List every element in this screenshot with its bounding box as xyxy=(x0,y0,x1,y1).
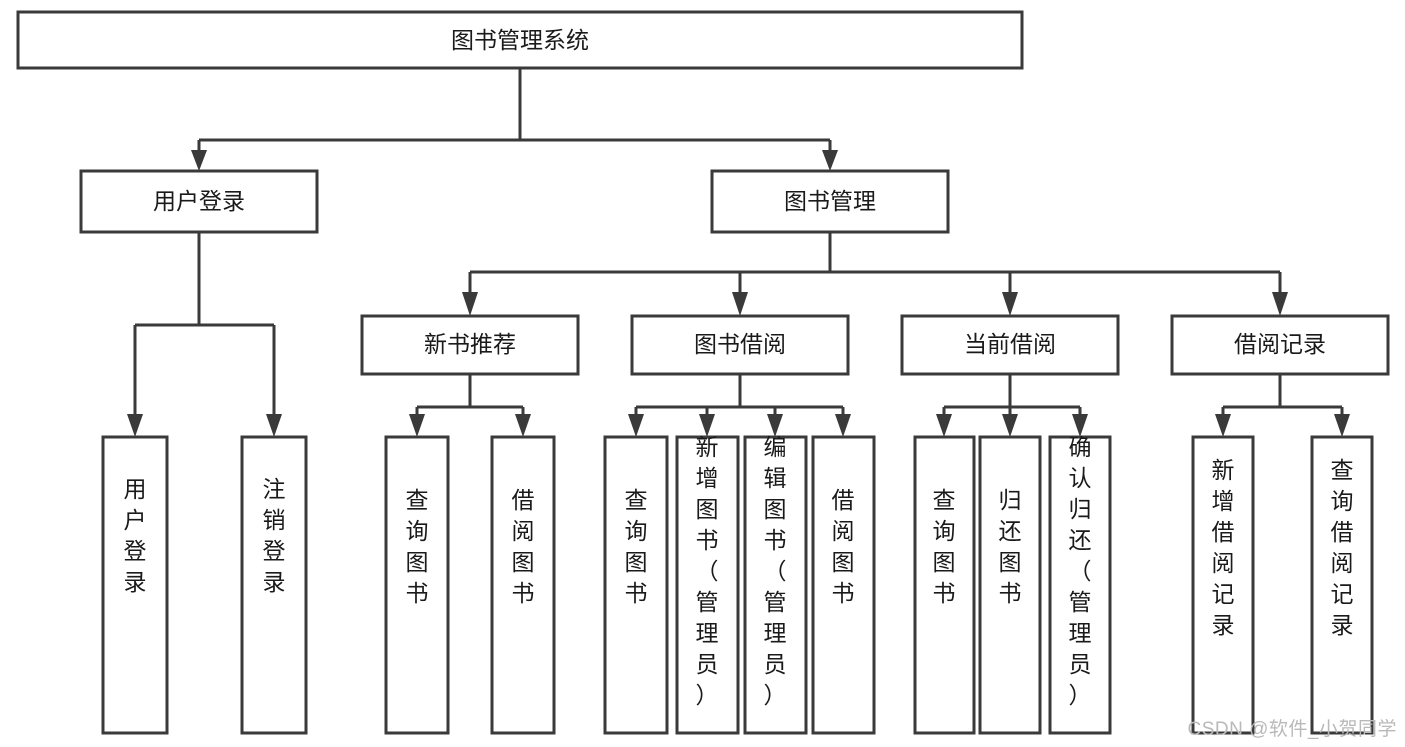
node-current-borrow-box[interactable] xyxy=(900,314,1120,376)
arrow-head-current-leaf-3 xyxy=(1072,414,1088,437)
arrow-head-leaf-user-login xyxy=(127,414,143,437)
leaf-node-user-logout-label: 注销登录 xyxy=(263,476,286,595)
node-book-borrow-box[interactable] xyxy=(630,314,850,376)
arrow-head-new-leaf-2 xyxy=(515,414,531,437)
leaf-node-borrow-add-book-label: 新增图书（管理员） xyxy=(696,434,719,708)
leaf-node-current-confirm-return[interactable]: 确认归还（管理员） xyxy=(1048,434,1112,735)
arrow-head-current-leaf-2 xyxy=(1002,414,1018,437)
node-borrow-record-label: 借阅记录 xyxy=(1234,331,1326,357)
connector-layer xyxy=(127,68,1350,437)
node-root-system-label: 图书管理系统 xyxy=(451,27,589,53)
node-user-login-label: 用户登录 xyxy=(153,188,245,214)
arrow-head-user-login xyxy=(191,150,207,171)
leaf-node-borrow-query-book-box[interactable] xyxy=(603,435,669,735)
leaf-node-current-query-book-box[interactable] xyxy=(913,435,976,735)
leaf-node-current-return-book-label: 归还图书 xyxy=(999,487,1022,606)
leaf-node-borrow-borrow-book[interactable]: 借阅图书 xyxy=(811,435,876,735)
leaf-node-current-confirm-return-box[interactable] xyxy=(1048,435,1112,735)
arrow-head-borrow-leaf-2 xyxy=(699,414,715,437)
leaf-node-current-return-book[interactable]: 归还图书 xyxy=(978,435,1042,735)
leaf-node-record-query[interactable]: 查询借阅记录 xyxy=(1310,435,1374,735)
leaf-node-record-add[interactable]: 新增借阅记录 xyxy=(1191,435,1255,735)
leaf-node-current-query-book-label: 查询图书 xyxy=(933,487,956,606)
arrow-head-current-borrow xyxy=(1002,292,1018,316)
leaf-node-current-query-book[interactable]: 查询图书 xyxy=(913,435,976,735)
arrow-head-current-leaf-1 xyxy=(936,414,952,437)
leaf-node-new-query-book[interactable]: 查询图书 xyxy=(384,435,450,735)
leaf-node-new-borrow-book-label: 借阅图书 xyxy=(512,487,535,606)
leaf-node-borrow-add-book-box[interactable] xyxy=(675,435,740,735)
arrow-head-borrow-leaf-3 xyxy=(767,414,783,437)
leaf-node-borrow-borrow-book-box[interactable] xyxy=(811,435,876,735)
arrow-head-book-manage xyxy=(822,150,838,171)
leaf-node-user-logout-box[interactable] xyxy=(240,435,308,735)
leaf-node-new-borrow-book-box[interactable] xyxy=(490,435,556,735)
node-current-borrow[interactable]: 当前借阅 xyxy=(900,314,1120,376)
arrow-head-record-leaf-1 xyxy=(1215,414,1231,437)
leaf-node-borrow-add-book[interactable]: 新增图书（管理员） xyxy=(675,434,740,735)
leaf-node-record-add-label: 新增借阅记录 xyxy=(1212,457,1235,638)
node-current-borrow-label: 当前借阅 xyxy=(964,331,1056,357)
leaf-node-user-logout[interactable]: 注销登录 xyxy=(240,435,308,735)
leaf-node-new-query-book-box[interactable] xyxy=(384,435,450,735)
node-book-borrow[interactable]: 图书借阅 xyxy=(630,314,850,376)
leaf-node-borrow-query-book-label: 查询图书 xyxy=(625,487,648,606)
node-borrow-record-box[interactable] xyxy=(1170,314,1390,376)
leaf-node-borrow-query-book[interactable]: 查询图书 xyxy=(603,435,669,735)
leaf-node-borrow-borrow-book-label: 借阅图书 xyxy=(832,487,855,606)
leaf-node-borrow-edit-book-box[interactable] xyxy=(743,435,808,735)
node-book-management[interactable]: 图书管理 xyxy=(710,169,950,234)
node-new-book-recommend-label: 新书推荐 xyxy=(424,331,516,357)
leaf-node-new-query-book-label: 查询图书 xyxy=(406,487,429,606)
arrow-head-new-book xyxy=(462,292,478,316)
arrow-head-record-leaf-2 xyxy=(1334,414,1350,437)
node-user-login-box[interactable] xyxy=(79,169,319,234)
node-root-system-box[interactable] xyxy=(16,10,1024,70)
arrow-head-book-borrow xyxy=(732,292,748,316)
arrow-head-borrow-leaf-1 xyxy=(628,414,644,437)
node-book-borrow-label: 图书借阅 xyxy=(694,331,786,357)
leaf-node-current-return-book-box[interactable] xyxy=(978,435,1042,735)
arrow-head-borrow-record xyxy=(1272,292,1288,316)
leaf-node-record-query-label: 查询借阅记录 xyxy=(1331,457,1354,638)
node-root-system[interactable]: 图书管理系统 xyxy=(16,10,1024,70)
leaf-node-user-login[interactable]: 用户登录 xyxy=(101,435,169,735)
leaf-node-record-add-box[interactable] xyxy=(1191,435,1255,735)
leaf-node-record-query-box[interactable] xyxy=(1310,435,1374,735)
leaf-node-borrow-edit-book-label: 编辑图书（管理员） xyxy=(764,434,787,708)
node-book-management-label: 图书管理 xyxy=(784,188,876,214)
node-new-book-recommend[interactable]: 新书推荐 xyxy=(360,314,580,376)
node-user-login[interactable]: 用户登录 xyxy=(79,169,319,234)
leaf-node-new-borrow-book[interactable]: 借阅图书 xyxy=(490,435,556,735)
leaf-node-borrow-edit-book[interactable]: 编辑图书（管理员） xyxy=(743,434,808,735)
node-new-book-recommend-box[interactable] xyxy=(360,314,580,376)
arrow-head-leaf-user-logout xyxy=(266,414,282,437)
leaf-node-user-login-label: 用户登录 xyxy=(124,476,147,595)
leaf-node-current-confirm-return-label: 确认归还（管理员） xyxy=(1069,434,1092,708)
node-book-management-box[interactable] xyxy=(710,169,950,234)
arrow-head-borrow-leaf-4 xyxy=(835,414,851,437)
leaf-node-user-login-box[interactable] xyxy=(101,435,169,735)
arrow-head-new-leaf-1 xyxy=(409,414,425,437)
node-borrow-record[interactable]: 借阅记录 xyxy=(1170,314,1390,376)
